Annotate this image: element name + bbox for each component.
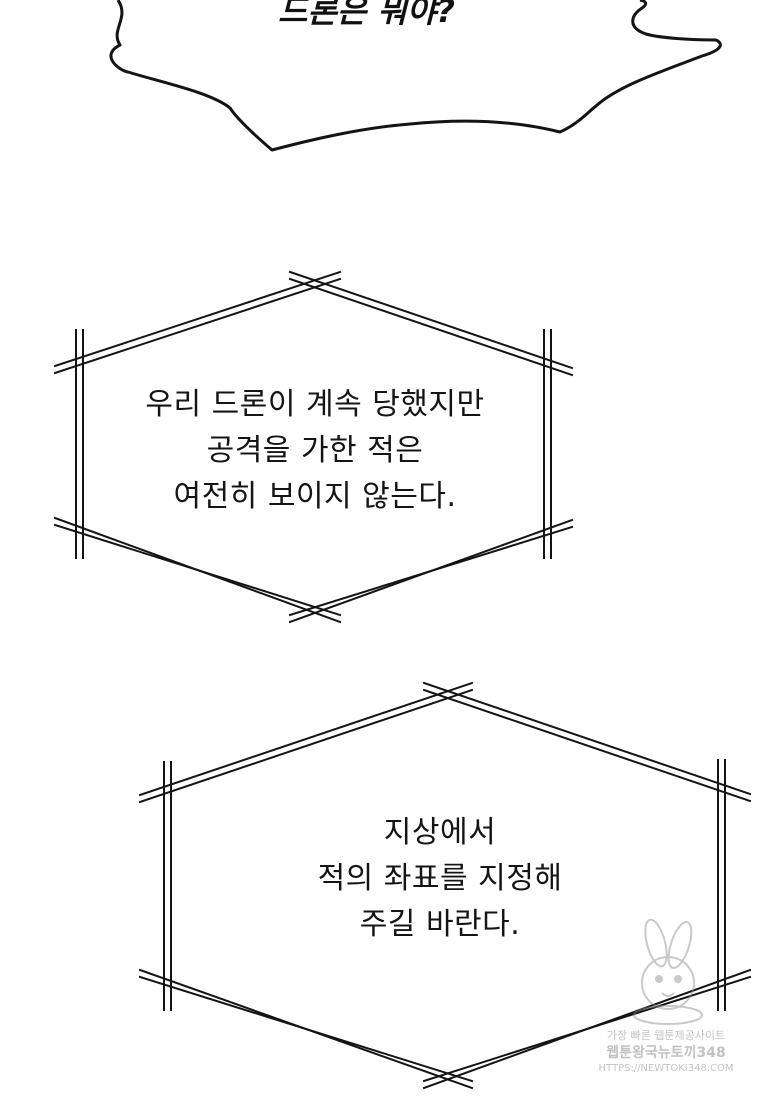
caption-bottom-line-2: 적의 좌표를 지정해 xyxy=(317,861,563,896)
watermark-url: HTTPS://NEWTOKI348.COM xyxy=(598,1063,734,1074)
watermark-site-name: 웹툰왕국뉴토끼348 xyxy=(606,1045,726,1061)
watermark-tagline: 가장 빠른 웹툰제공사이트 xyxy=(606,1029,726,1042)
site-watermark: 가장 빠른 웹툰제공사이트 웹툰왕국뉴토끼348 HTTPS://NEWTOKI… xyxy=(596,915,736,1085)
caption-top-text: 우리 드론이 계속 당했지만 공격을 가한 적은 여전히 보이지 않는다. xyxy=(80,382,550,520)
speech-bubble-text: 드론은 뭐야? xyxy=(278,0,455,30)
caption-bottom-line-1: 지상에서 xyxy=(383,815,497,850)
caption-top-line-2: 공격을 가한 적은 xyxy=(206,433,424,468)
caption-bottom-line-3: 주길 바란다. xyxy=(359,907,521,942)
speech-bubble xyxy=(109,0,722,152)
caption-bottom-text: 지상에서 적의 좌표를 지정해 주길 바란다. xyxy=(215,810,665,948)
caption-top-line-1: 우리 드론이 계속 당했지만 xyxy=(145,387,485,422)
caption-top-line-3: 여전히 보이지 않는다. xyxy=(173,479,457,514)
rabbit-mascot-icon xyxy=(633,918,703,1025)
